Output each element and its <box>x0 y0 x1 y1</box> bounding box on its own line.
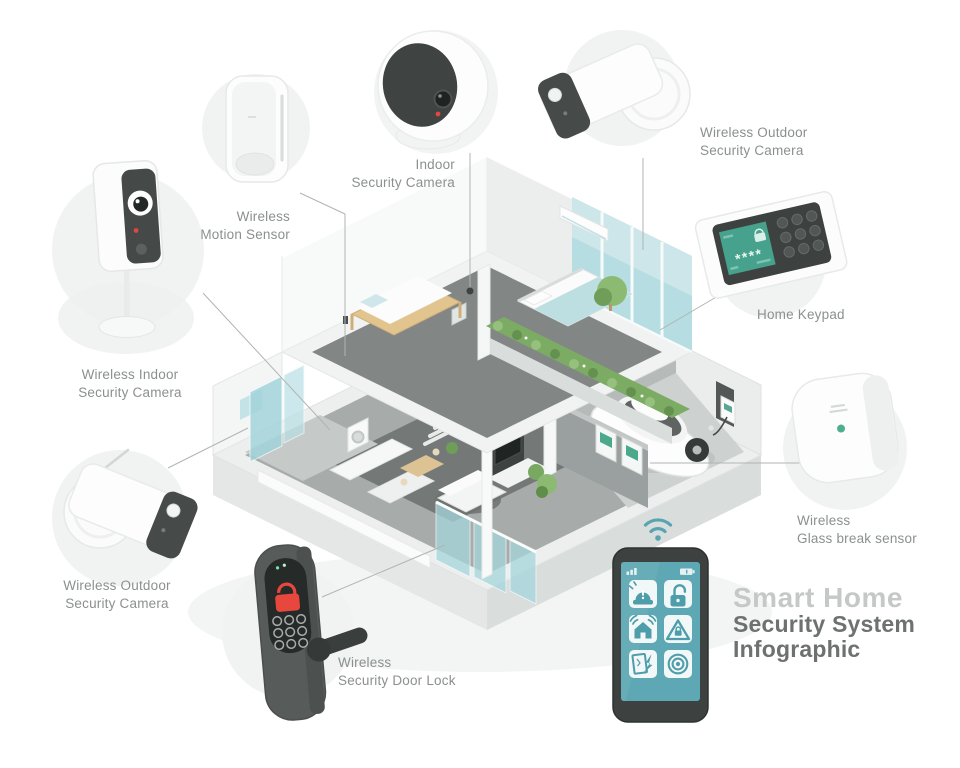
connector-outdoor-camera-bottom <box>167 427 249 469</box>
title-line3: Infographic <box>733 636 861 663</box>
signal-bars-icon <box>626 568 637 575</box>
label-line: Indoor <box>415 157 455 172</box>
app-icon-glass-break <box>629 650 657 678</box>
glass-break-sensor-icon <box>791 372 899 484</box>
house-illustration <box>211 153 763 630</box>
bunk-bed-illustration <box>350 276 462 336</box>
label-indoor-camera-dome: Indoor Security Camera <box>310 156 455 192</box>
label-line: Wireless Outdoor <box>63 578 171 593</box>
label-line: Home Keypad <box>757 307 845 322</box>
ev-charger-illustration <box>712 395 736 436</box>
door-lock-icon <box>254 544 368 721</box>
connector-indoor-camera-stand <box>202 292 331 431</box>
outdoor-camera-top-icon <box>538 43 691 139</box>
label-line: Motion Sensor <box>200 226 290 242</box>
app-icon-surveillance-eye <box>664 650 692 678</box>
smartphone-illustration <box>612 518 709 723</box>
label-door-lock: Wireless Security Door Lock <box>338 654 508 690</box>
label-indoor-camera-stand: Wireless Indoor Security Camera <box>50 366 210 402</box>
connector-home-keypad <box>659 295 719 331</box>
label-outdoor-camera-top: Wireless Outdoor Security Camera <box>700 124 870 160</box>
label-home-keypad: Home Keypad <box>757 306 887 324</box>
label-line: Wireless Indoor <box>81 367 179 382</box>
indoor-camera-stand-icon <box>92 159 164 338</box>
indoor-camera-dome-icon <box>377 30 489 150</box>
app-icon-home-wifi <box>629 614 657 643</box>
app-icon-siren <box>628 580 657 608</box>
title-line2: Security System <box>733 611 915 638</box>
home-keypad-icon: **** <box>694 190 848 299</box>
wifi-icon <box>643 518 673 541</box>
label-glass-break-sensor: Wireless Glass break sensor <box>797 512 957 548</box>
motion-sensor-icon <box>225 75 289 183</box>
connector-door-lock <box>321 544 446 598</box>
outdoor-camera-bottom-icon <box>63 448 198 559</box>
label-outdoor-camera-bottom: Wireless Outdoor Security Camera <box>37 577 197 613</box>
label-line: Security Camera <box>65 595 169 611</box>
label-line: Security Camera <box>78 384 182 400</box>
app-icon-padlock-unlocked <box>664 580 692 608</box>
label-line: Glass break sensor <box>797 530 917 546</box>
title-brand: Smart Home <box>733 582 903 613</box>
hedge-illustration <box>486 317 690 444</box>
label-line: Security Camera <box>700 142 804 158</box>
connector-motion-sensor <box>299 192 346 356</box>
control-panels-illustration <box>595 423 643 476</box>
label-motion-sensor: Wireless Motion Sensor <box>160 208 290 244</box>
battery-icon <box>680 568 695 575</box>
label-line: Wireless <box>797 513 851 528</box>
label-line: Security Door Lock <box>338 672 456 688</box>
label-line: Security Camera <box>351 174 455 190</box>
label-line: Wireless Outdoor <box>700 125 808 140</box>
connector-lines <box>167 153 800 598</box>
label-line: Wireless <box>338 655 392 670</box>
label-line: Wireless <box>236 209 290 224</box>
app-icon-warning-lock <box>664 615 692 643</box>
title-block: Smart Home Security System Infographic <box>733 583 953 662</box>
